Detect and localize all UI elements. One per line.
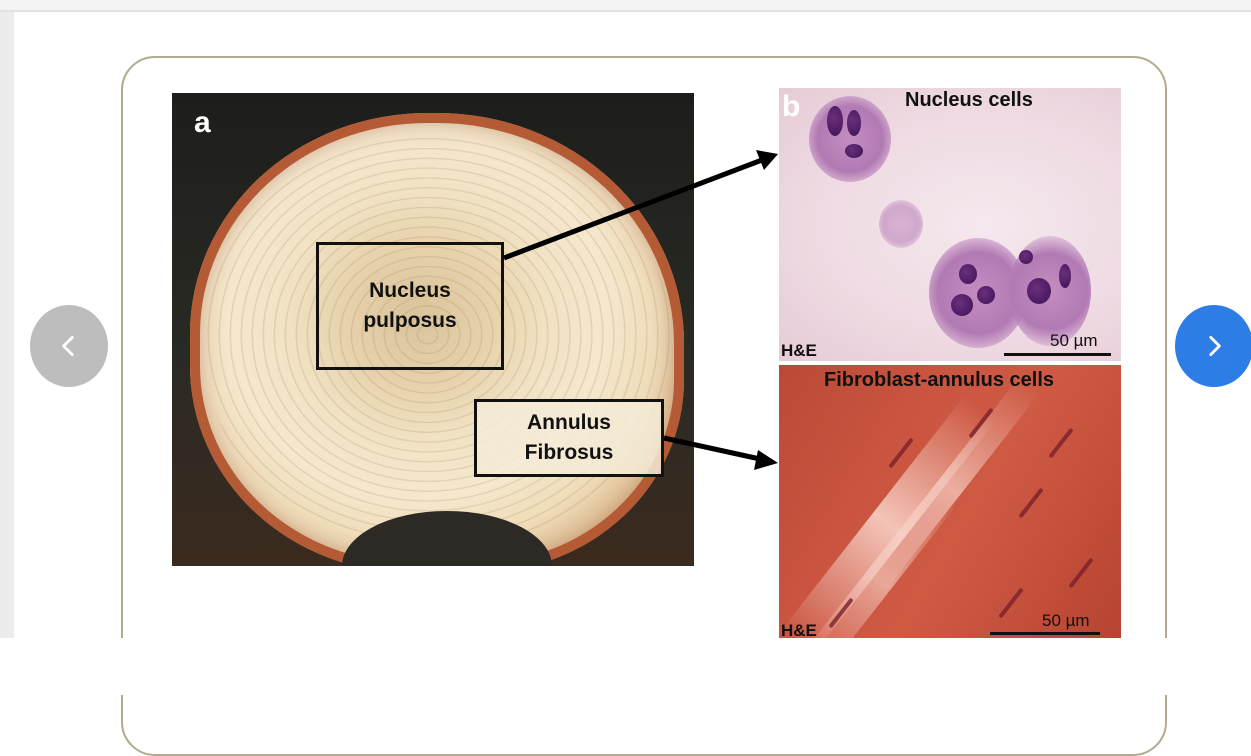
cell — [879, 200, 923, 248]
nucleus-pulposus-label: Nucleus pulposus — [363, 279, 457, 332]
page-left-shade — [0, 0, 14, 695]
panel-label-a: a — [194, 106, 211, 139]
next-slide-button[interactable] — [1175, 305, 1251, 387]
fibroblast-nucleus — [1048, 427, 1074, 459]
panel-b-fibroblast-cells — [779, 365, 1121, 645]
cell — [809, 96, 891, 182]
fibroblast-nucleus — [1018, 487, 1044, 519]
content-fade — [0, 638, 1251, 695]
scale-label-bottom: 50 µm — [1042, 611, 1090, 630]
annulus-fibrosus-label: Annulus Fibrosus — [524, 411, 614, 464]
fibroblast-annulus-title: Fibroblast-annulus cells — [824, 369, 1055, 391]
scale-bar-bottom — [990, 632, 1100, 635]
nucleus — [1027, 278, 1051, 304]
nucleus — [977, 286, 995, 304]
nucleus — [845, 144, 863, 158]
stain-label-top: H&E — [781, 341, 817, 360]
fibroblast-nucleus — [1068, 557, 1094, 589]
nucleus — [1019, 250, 1033, 264]
fibroblast-nucleus — [998, 587, 1024, 619]
scale-bar-top — [1004, 353, 1111, 356]
panel-label-b: b — [782, 90, 801, 123]
collagen-fiber — [780, 394, 998, 645]
nucleus — [951, 294, 973, 316]
stain-label-bottom: H&E — [781, 621, 817, 640]
nucleus-cells-title: Nucleus cells — [905, 89, 1033, 111]
nucleus — [827, 106, 843, 136]
scale-label-top: 50 µm — [1050, 331, 1098, 350]
previous-slide-button[interactable] — [30, 305, 108, 387]
annulus-fibrosus-box: Annulus Fibrosus — [474, 399, 664, 477]
panel-b-nucleus-cells — [779, 88, 1121, 361]
nucleus — [1059, 264, 1071, 288]
top-divider — [0, 0, 1251, 12]
nucleus — [847, 110, 861, 136]
nucleus-pulposus-box: Nucleus pulposus — [316, 242, 504, 370]
chevron-right-icon — [1209, 335, 1221, 357]
nucleus — [959, 264, 977, 284]
chevron-left-icon — [62, 335, 74, 357]
